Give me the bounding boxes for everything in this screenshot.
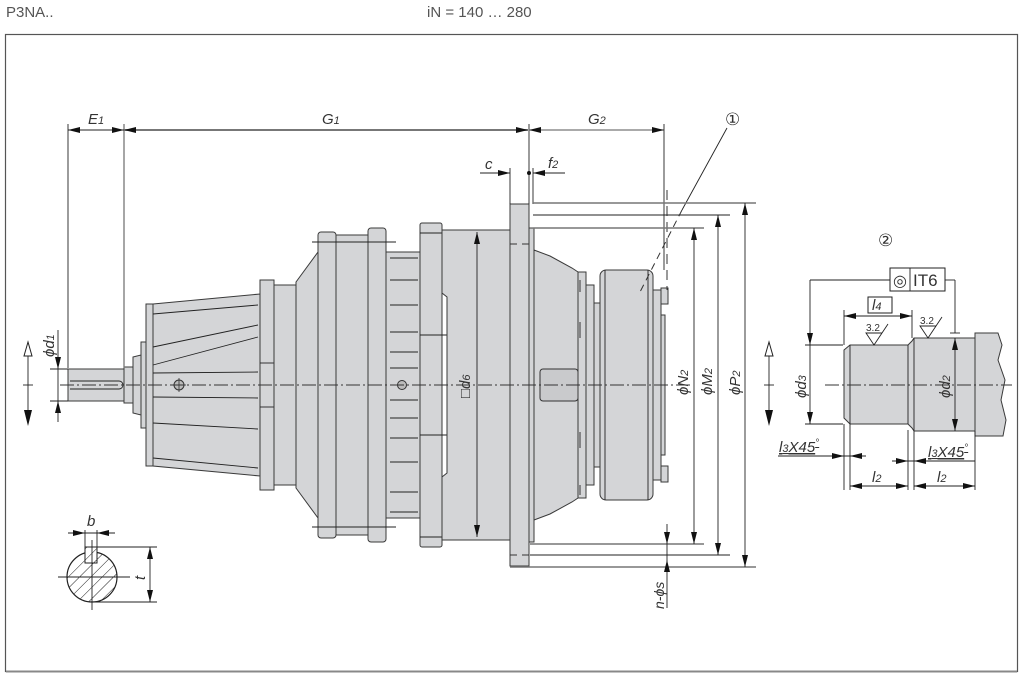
- callout-1-leader: [639, 127, 728, 293]
- d1-dimension: [50, 330, 68, 422]
- key-section: [58, 530, 157, 610]
- pinion-bolt-top: [660, 287, 669, 305]
- rotation-arrow-left: [23, 340, 33, 426]
- dim-E1: E1: [88, 111, 104, 128]
- dim-d3: ϕd3: [793, 374, 810, 398]
- dim-N2: ϕN2: [675, 370, 692, 395]
- pinion-bolt-bottom: [660, 465, 669, 483]
- ratio-range: iN = 140 … 280: [427, 4, 532, 21]
- dim-d1: ϕd1: [41, 334, 58, 357]
- flange-dimensions: [510, 202, 756, 608]
- dim-c: c: [485, 156, 493, 173]
- callout-2: ②: [878, 231, 893, 250]
- dim-chamfer-right: l3X45°: [928, 443, 968, 461]
- roughness-left: 3.2: [866, 323, 880, 334]
- concentricity-symbol: ◎: [893, 273, 907, 290]
- dim-G2: G2: [588, 111, 606, 128]
- output-shaft-detail: [778, 267, 1012, 490]
- model-code: P3NA..: [6, 4, 54, 21]
- dim-t: t: [132, 575, 149, 580]
- top-dimensions: [67, 124, 665, 368]
- rotation-arrow-right: [764, 340, 774, 426]
- roughness-right: 3.2: [920, 316, 934, 327]
- housing-ribs: [152, 304, 259, 469]
- dim-chamfer-left: l3X45°: [779, 438, 819, 456]
- dim-l2-left: l2: [872, 469, 881, 486]
- dim-M2: ϕM2: [699, 368, 716, 395]
- dim-d6: □d6: [457, 374, 474, 398]
- dim-f2: f2: [548, 155, 558, 172]
- callout-1: ①: [725, 110, 740, 129]
- dim-n-s: n-ϕs: [651, 582, 667, 609]
- dim-d2: ϕd2: [937, 375, 954, 398]
- dim-b: b: [87, 513, 95, 530]
- dim-l2-right: l2: [937, 469, 946, 486]
- stage3-ribs: [390, 257, 418, 513]
- d6-dimension: [474, 232, 480, 537]
- dim-l4: l4: [872, 297, 881, 314]
- dim-G1: G1: [322, 111, 340, 128]
- dim-P2: ϕP2: [727, 371, 744, 395]
- tolerance-grade: IT6: [913, 271, 938, 290]
